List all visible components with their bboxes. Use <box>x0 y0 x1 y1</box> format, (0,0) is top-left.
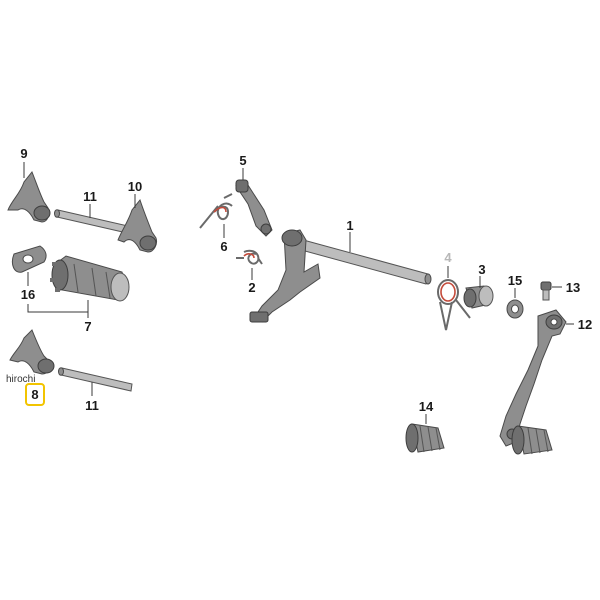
part-12-pedal-rubber <box>511 425 553 455</box>
part-9-shift-fork[interactable] <box>7 171 51 223</box>
part-3-bushing[interactable] <box>463 285 494 309</box>
part-12-shift-lever[interactable] <box>499 309 567 447</box>
callout-2: 2 <box>248 280 255 295</box>
callout-11-top: 11 <box>83 189 97 204</box>
callout-1: 1 <box>346 218 353 233</box>
callout-6: 6 <box>220 239 227 254</box>
callout-14: 14 <box>419 399 434 414</box>
watermark-text: hirochi <box>6 374 35 385</box>
part-14-pedal-rubber[interactable] <box>405 423 445 453</box>
callout-16: 16 <box>21 287 35 302</box>
callout-8[interactable]: 8 <box>31 387 38 402</box>
part-4-torsion-spring[interactable] <box>437 279 471 331</box>
part-7-shift-drum[interactable] <box>50 255 130 302</box>
callout-4: 4 <box>444 250 452 265</box>
part-16-washer[interactable] <box>11 245 47 273</box>
part-13-bolt[interactable] <box>540 281 552 301</box>
callout-5: 5 <box>239 153 246 168</box>
callout-12: 12 <box>578 317 592 332</box>
part-1-shift-shaft[interactable] <box>249 229 432 323</box>
part-11-shift-rod-bottom[interactable] <box>58 367 133 392</box>
part-5-shift-pawl[interactable] <box>235 179 273 237</box>
part-15-washer[interactable] <box>506 299 524 319</box>
callout-13: 13 <box>566 280 580 295</box>
leader-7 <box>27 300 89 313</box>
callout-8-highlight-box <box>25 383 45 406</box>
part-6-spring[interactable] <box>199 193 233 229</box>
callout-9: 9 <box>20 146 27 161</box>
callout-15: 15 <box>508 273 522 288</box>
callout-7: 7 <box>84 319 91 334</box>
part-2-spring[interactable] <box>236 249 263 265</box>
part-11-shift-rod-top[interactable] <box>54 209 129 234</box>
part-8-shift-fork[interactable] <box>9 329 55 375</box>
callout-10: 10 <box>128 179 142 194</box>
part-10-shift-fork[interactable] <box>117 198 157 253</box>
callout-11-bottom: 11 <box>85 398 99 413</box>
callout-3: 3 <box>478 262 485 277</box>
